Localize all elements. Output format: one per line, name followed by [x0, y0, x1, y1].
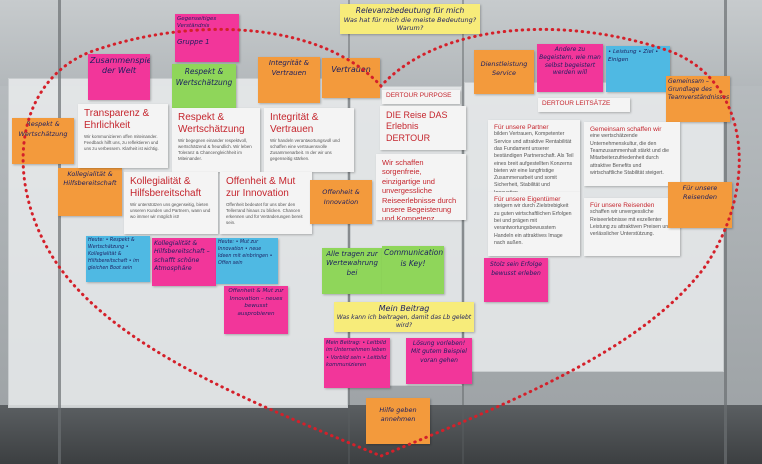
note-pink-kollegialitaet: Kollegialität & Hilfsbereitschaft – scha… — [152, 238, 216, 286]
paper-offenheit-body: Offenheit bedeutet für uns über den Tell… — [226, 202, 303, 225]
relevanz-heading: Relevanzbedeutung für mich — [355, 6, 465, 15]
note-andere: Andere zu Begeistern, wie man selbst beg… — [537, 44, 603, 92]
note-dienstleistung: Dienstleistung Service — [474, 50, 534, 94]
heart-path — [21, 27, 741, 458]
paper-purpose: DIE Reise DAS Erlebnis DERTOUR — [380, 106, 466, 150]
paper-offenheit: Offenheit & Mut zur Innovation Offenheit… — [220, 172, 312, 234]
paper-reisenden-title: Für unsere Reisenden — [590, 202, 655, 209]
paper-gemeinsam-body: eine wertschätzende Unternehmenskultur, … — [590, 133, 670, 176]
paper-integritaet: Integrität & Vertrauen Wir handeln veran… — [264, 108, 354, 172]
note-stolz: Stolz sein Erfolge bewusst erleben — [484, 258, 548, 302]
note-top-pink: Gegenseitiges Verständnis Gruppe 1 — [175, 14, 239, 62]
note-blue-top: • Leistung • Ziel • Einigen — [606, 46, 670, 92]
paper-eigentuemer-body: steigern wir durch Zielstrebigkeit zu gu… — [494, 203, 572, 246]
paper-respekt: Respekt & Wertschätzung Wir begegnen ein… — [172, 108, 260, 172]
paper-transparenz: Transparenz & Ehrlichkeit Wir kommunizie… — [78, 104, 168, 168]
note-vertrauen: Vertrauen — [322, 58, 380, 98]
paper-kollegialitaet-body: Wir unterstützen uns gegenseitig, bieten… — [130, 202, 211, 219]
mein-beitrag-heading: Mein Beitrag — [378, 304, 430, 313]
paper-integritaet-title: Integrität & Vertrauen — [270, 112, 319, 135]
relevanz-question: Was hat für mich die meiste Bedeutung? W… — [343, 15, 477, 33]
pillar-right — [724, 0, 727, 464]
relevanz-heading-note: Relevanzbedeutung für mich Was hat für m… — [340, 4, 480, 34]
label-dertour-leitsaetze-text: DERTOUR LEITSÄTZE — [542, 100, 611, 107]
note-kollegialitaet-left: Kollegialität & Hilfsbereitschaft — [58, 168, 122, 216]
paper-eigentuemer: Für unsere Eigentümer steigern wir durch… — [488, 192, 580, 256]
note-offenheit-innovation: Offenheit & Innovation — [310, 180, 372, 224]
pillar-left — [58, 0, 61, 464]
paper-gemeinsam-title: Gemeinsam schaffen wir — [590, 126, 662, 133]
note-green-alle: Alle tragen zur Wertewahrung bei — [322, 248, 382, 294]
note-top-pink-b: Gruppe 1 — [177, 38, 210, 47]
paper-partner-body: bilden Vertrauen, Kompetenter Service un… — [494, 131, 574, 192]
paper-kollegialitaet: Kollegialität & Hilfsbereitschaft Wir un… — [124, 172, 218, 234]
glass-frame-1 — [348, 0, 350, 464]
paper-partner-title: Für unsere Partner — [494, 124, 549, 131]
paper-reisenden-body: schaffen wir unvergessliche Reiseerlebni… — [590, 209, 672, 238]
paper-integritaet-body: Wir handeln verantwortungsvoll und schaf… — [270, 138, 340, 161]
glass-frame-2 — [462, 0, 464, 464]
paper-partner: Für unsere Partner bilden Vertrauen, Kom… — [488, 120, 580, 192]
note-top-pink-a: Gegenseitiges Verständnis — [177, 16, 217, 30]
paper-respekt-title: Respekt & Wertschätzung — [178, 112, 245, 135]
paper-respekt-body: Wir begegnen einander respektvoll, werts… — [178, 138, 252, 161]
paper-gemeinsam: Gemeinsam schaffen wir eine wertschätzen… — [584, 122, 680, 186]
note-respekt-left: Respekt & Wertschätzung — [12, 118, 74, 164]
paper-sorgenfrei-title: Wir schaffen sorgenfreie, einzigartige u… — [382, 158, 457, 220]
mein-beitrag-question: Was kann ich beitragen, damit das Lb gel… — [336, 314, 472, 330]
note-gemeinsam: Gemeinsam – Grundlage des Teamverständni… — [666, 76, 730, 122]
note-pink-loesung: Lösung vorleben! Mit gutem Beispiel vora… — [406, 338, 472, 384]
label-dertour-purpose: DERTOUR PURPOSE — [382, 90, 460, 104]
paper-kollegialitaet-title: Kollegialität & Hilfsbereitschaft — [130, 176, 202, 199]
note-pink-offenheit: Offenheit & Mut zur Innovation – neues b… — [224, 286, 288, 334]
note-fuer-unsere-reisenden: Für unsere Reisenden — [668, 182, 732, 228]
note-blue-mid-left: Heute: • Respekt & Wertschätzung • Kolle… — [86, 236, 150, 282]
paper-transparenz-body: Wir kommunizieren offen miteinander. Fee… — [84, 134, 159, 151]
note-blue-mid-right: Heute: • Mut zur Innovation • neue Ideen… — [216, 238, 278, 284]
note-integritaet: Integrität & Vertrauen — [258, 57, 320, 103]
label-dertour-purpose-text: DERTOUR PURPOSE — [386, 92, 452, 99]
paper-reisenden: Für unsere Reisenden schaffen wir unverg… — [584, 198, 680, 256]
note-green-communication: Communication is Key! — [382, 246, 444, 294]
note-orange-hilfe: Hilfe geben annehmen — [366, 398, 430, 444]
paper-eigentuemer-title: Für unsere Eigentümer — [494, 196, 561, 203]
note-pink-beitrag: Mein Beitrag: • Leitbild im Unternehmen … — [324, 338, 390, 388]
note-zusammenspiel: Zusammenspiel der Welt — [88, 54, 150, 100]
label-dertour-leitsaetze: DERTOUR LEITSÄTZE — [538, 98, 630, 112]
paper-transparenz-title: Transparenz & Ehrlichkeit — [84, 108, 150, 131]
paper-purpose-title: DIE Reise DAS Erlebnis DERTOUR — [386, 110, 448, 143]
note-mein-beitrag: Mein Beitrag Was kann ich beitragen, dam… — [334, 302, 474, 332]
paper-offenheit-title: Offenheit & Mut zur Innovation — [226, 176, 296, 199]
paper-sorgenfrei: Wir schaffen sorgenfreie, einzigartige u… — [376, 154, 466, 220]
note-respekt-green: Respekt & Wertschätzung — [172, 64, 236, 108]
